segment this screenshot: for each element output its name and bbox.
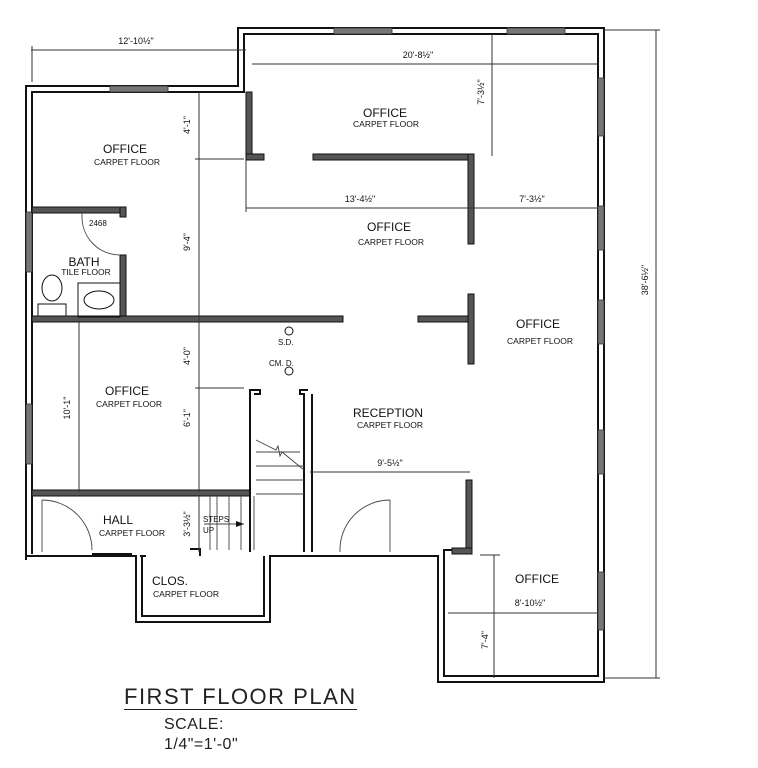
- annotations: 2468 S.D. CM. D. STEPS UP: [89, 219, 294, 535]
- exterior-walls: [25, 27, 605, 683]
- room-name-office-nw: OFFICE: [103, 142, 147, 156]
- room-name-office-ne: OFFICE: [363, 106, 407, 120]
- stair-treads: [204, 439, 305, 550]
- room-name-reception: RECEPTION: [353, 406, 423, 420]
- dim-center-office-width: 13'-4½": [345, 194, 375, 204]
- smoke-detector-label: S.D.: [278, 338, 294, 347]
- dim-overall-depth: 38'-6½": [640, 265, 650, 295]
- room-floor-reception: CARPET FLOOR: [357, 420, 423, 430]
- dim-hall-depth: 3'-3½": [182, 511, 192, 536]
- dim-stair-height: 6'-1": [182, 409, 192, 427]
- room-floor-closet: CARPET FLOOR: [153, 589, 219, 599]
- door-swings: [41, 213, 391, 553]
- interior-walls: [31, 91, 475, 557]
- dim-west-corridor-height: 9'-4": [182, 233, 192, 251]
- toilet-icon: [41, 274, 63, 302]
- dim-corridor-height: 4'-0": [182, 347, 192, 365]
- dim-se-office-width: 8'-10½": [515, 598, 545, 608]
- room-floor-office-center: CARPET FLOOR: [358, 237, 424, 247]
- detectors: [284, 326, 294, 376]
- room-name-office-se: OFFICE: [515, 572, 559, 586]
- room-name-closet: CLOS.: [152, 574, 188, 588]
- dimension-lines: [31, 29, 660, 679]
- dimension-labels: 12'-10½" 20'-8½" 7'-3½" 4'-1" 13'-4½" 7'…: [62, 36, 650, 649]
- room-name-office-east: OFFICE: [516, 317, 560, 331]
- door-tag: 2468: [89, 219, 107, 228]
- room-name-hall: HALL: [103, 513, 133, 527]
- steps-label: STEPS: [203, 515, 229, 524]
- co-detector-label: CM. D.: [269, 359, 294, 368]
- room-floor-office-east: CARPET FLOOR: [507, 336, 573, 346]
- scale-value: 1/4"=1'-0": [164, 736, 239, 753]
- sink-icon: [83, 290, 115, 310]
- room-floor-bath: TILE FLOOR: [61, 267, 111, 277]
- dim-ne-office-depth: 7'-3½": [476, 79, 486, 104]
- steps-up-label: UP: [203, 526, 214, 535]
- drawing-title: FIRST FLOOR PLAN: [124, 684, 357, 710]
- room-floor-office-ne: CARPET FLOOR: [353, 119, 419, 129]
- room-floor-office-nw: CARPET FLOOR: [94, 157, 160, 167]
- room-name-office-center: OFFICE: [367, 220, 411, 234]
- smoke-detector-icon: [284, 326, 294, 336]
- dim-top-left-width: 12'-10½": [118, 36, 153, 46]
- co-detector-icon: [284, 366, 294, 376]
- dim-reception-width: 9'-5½": [377, 458, 402, 468]
- scale-label: SCALE:: [164, 716, 224, 733]
- windows: [25, 27, 605, 631]
- room-name-bath: BATH: [68, 255, 99, 269]
- room-floor-hall: CARPET FLOOR: [99, 528, 165, 538]
- room-labels: OFFICE CARPET FLOOR OFFICE CARPET FLOOR …: [61, 106, 573, 599]
- dim-east-gap-width: 7'-3½": [519, 194, 544, 204]
- dim-west-office-height: 10'-1": [62, 397, 72, 420]
- room-floor-office-west: CARPET FLOOR: [96, 399, 162, 409]
- room-name-office-west: OFFICE: [105, 384, 149, 398]
- dim-top-right-width: 20'-8½": [403, 50, 433, 60]
- bath-fixtures: [37, 274, 121, 318]
- dim-se-office-depth: 7'-4": [480, 631, 490, 649]
- dim-nw-office-depth: 4'-1": [182, 116, 192, 134]
